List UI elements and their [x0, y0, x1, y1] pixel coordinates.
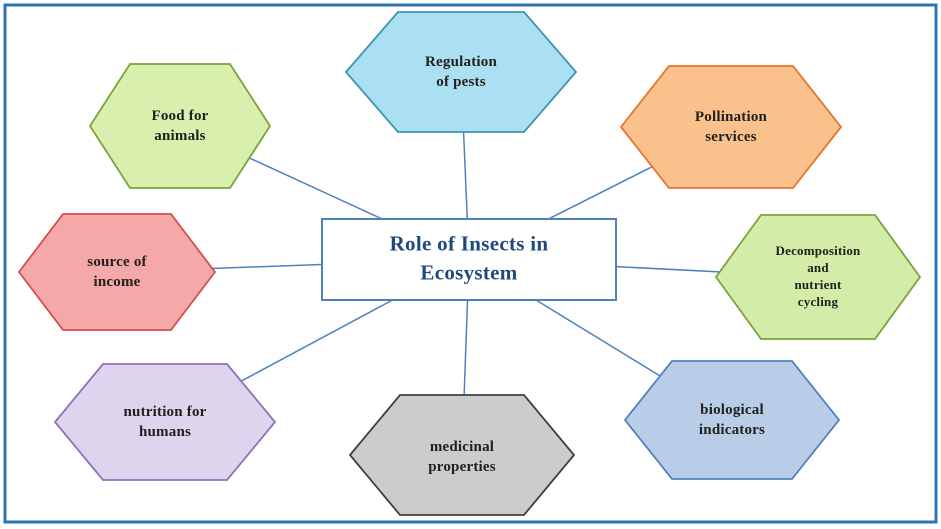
- hexagon-decomposition-nutrient-cycling: [714, 214, 922, 340]
- hexagon-pollination-services: [619, 65, 843, 189]
- hexagon-food-for-animals: [88, 63, 272, 189]
- hexagon-nutrition-for-humans: [53, 363, 277, 481]
- outer-frame: [3, 3, 938, 524]
- hexagon-medicinal-properties: [348, 394, 576, 516]
- hexagon-regulation-of-pests: [344, 11, 578, 133]
- center-box: [321, 218, 617, 301]
- hexagon-biological-indicators: [623, 360, 841, 480]
- hexagon-source-of-income: [17, 213, 217, 331]
